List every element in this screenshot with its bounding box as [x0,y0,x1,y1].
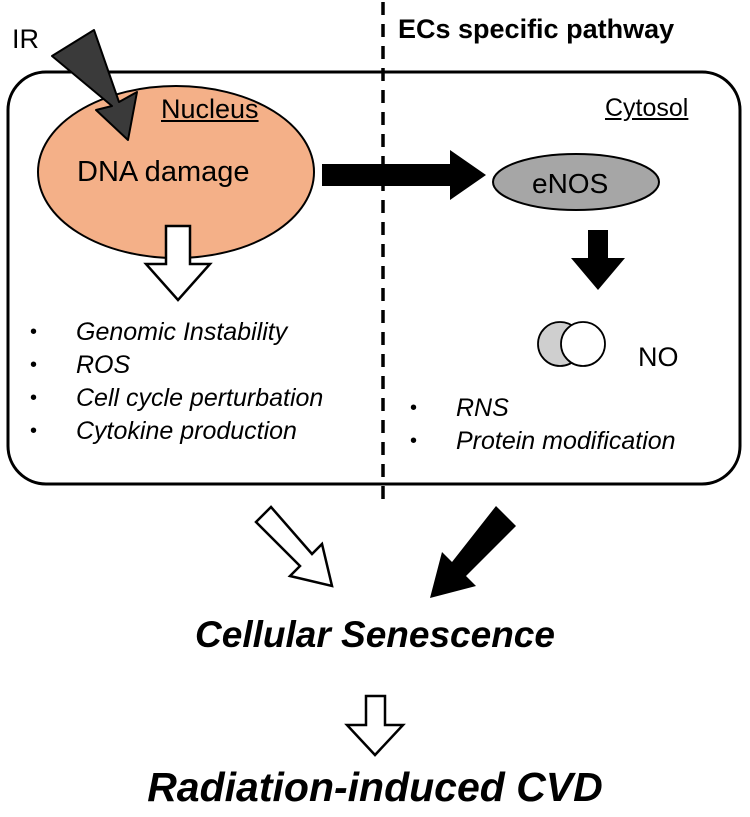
effect-ros: ROS [30,349,323,382]
senescence-to-cvd-arrow [344,694,406,757]
no-molecule-icon [537,321,606,367]
effect-cytokine-production: Cytokine production [30,415,323,448]
dna-damage-label: DNA damage [77,156,250,188]
effect-cell-cycle-perturbation: Cell cycle perturbation [30,382,323,415]
enos-to-no-arrow [571,230,625,290]
nucleus-label: Nucleus [161,94,259,124]
enos-ellipse [492,153,660,211]
dna-damage-effects-list: Genomic Instability ROS Cell cycle pertu… [30,316,323,448]
enos-label: eNOS [532,168,609,199]
ec-pathway-to-senescence-arrow [430,506,516,598]
effect-genomic-instability: Genomic Instability [30,316,323,349]
effect-protein-modification: Protein modification [410,425,676,458]
dna-to-enos-arrow [322,150,486,200]
left-pathway-to-senescence-arrow [254,505,334,588]
no-label: NO [638,342,679,372]
ecs-pathway-title: ECs specific pathway [398,14,675,44]
no-effects-list: RNS Protein modification [410,392,676,458]
cellular-senescence-label: Cellular Senescence [195,614,555,655]
cytosol-label: Cytosol [605,94,689,122]
radiation-induced-cvd-label: Radiation-induced CVD [147,764,603,810]
effect-rns: RNS [410,392,676,425]
ir-label: IR [12,24,39,54]
dna-damage-effects-arrow [143,224,213,302]
lightning-bolt-icon [51,29,138,141]
